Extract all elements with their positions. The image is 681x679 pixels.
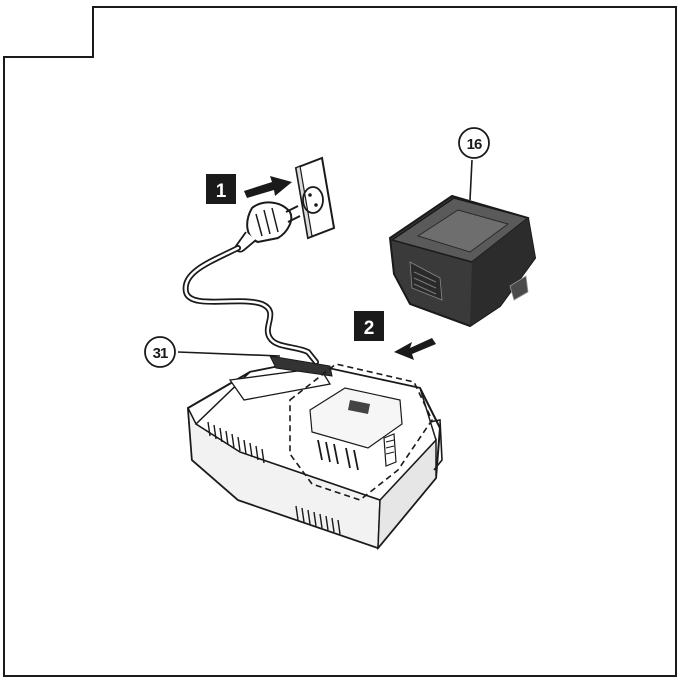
figure-frame xyxy=(3,6,677,677)
battery-pack: 16 xyxy=(388,127,537,328)
side-vents xyxy=(207,421,341,535)
step-1-label: 1 xyxy=(216,181,227,202)
battery-slot-outline xyxy=(289,363,433,501)
charger-unit: 31 xyxy=(144,336,443,551)
step-2-label: 2 xyxy=(364,318,375,339)
step-2-arrow xyxy=(394,338,436,360)
callout-16-label: 16 xyxy=(467,136,482,153)
wall-socket xyxy=(294,156,336,240)
step-2-marker: 2 xyxy=(354,311,384,341)
step-1-marker: 1 xyxy=(206,174,236,204)
callout-31-label: 31 xyxy=(153,345,168,362)
step-1-arrow xyxy=(244,176,292,198)
